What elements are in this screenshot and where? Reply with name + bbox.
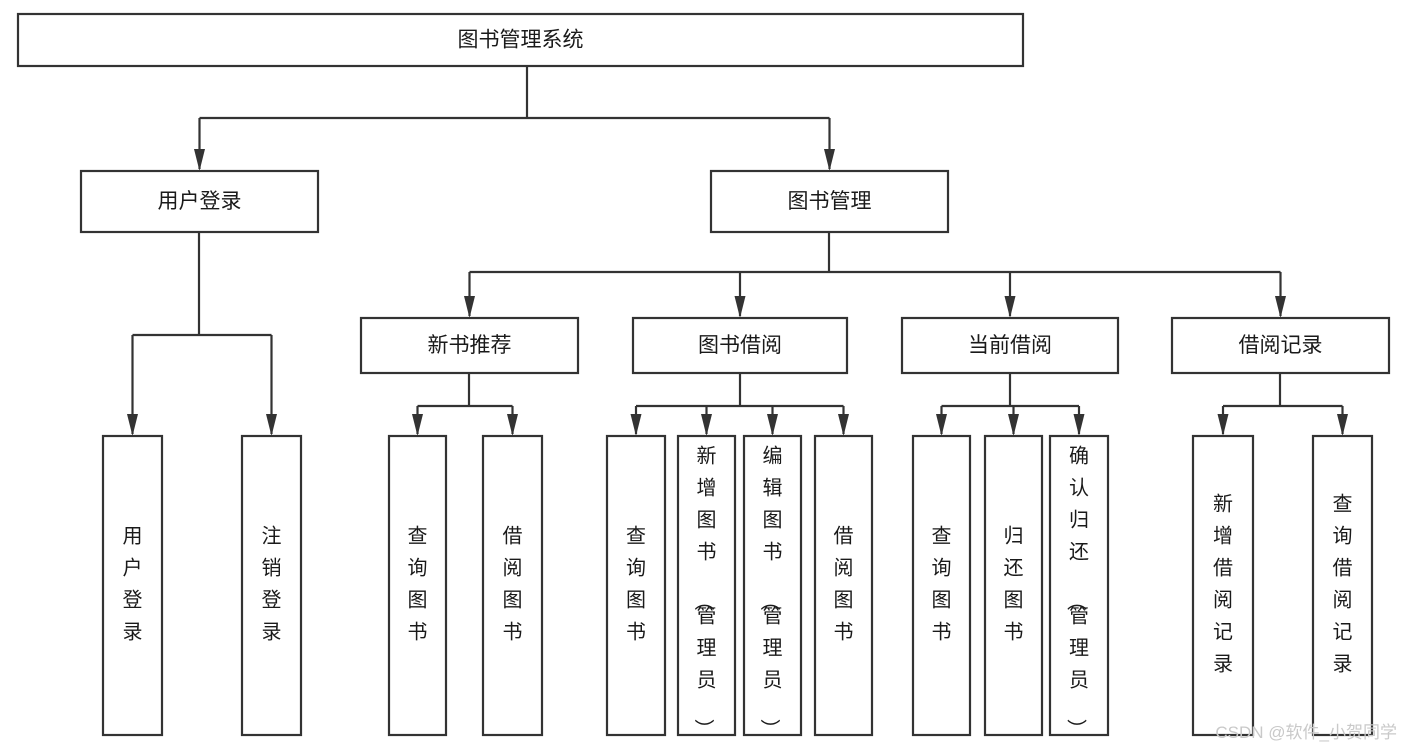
node-leaf-user-login[interactable]: 用户登录 xyxy=(101,434,164,737)
edge-group-book-borrow-children xyxy=(630,373,849,436)
node-leaf-confirm-return[interactable]: 确认归还（管理员） xyxy=(1048,434,1110,739)
node-leaf-borrow-book-1[interactable]: 借阅图书 xyxy=(481,434,544,737)
node-box xyxy=(481,434,544,737)
node-label: 用户登录 xyxy=(158,190,242,213)
node-leaf-return-book[interactable]: 归还图书 xyxy=(983,434,1044,737)
node-label: 确认归还（管理员） xyxy=(1064,445,1089,739)
node-borrow-record[interactable]: 借阅记录 xyxy=(1170,316,1391,375)
node-box xyxy=(387,434,448,737)
node-box xyxy=(359,316,580,375)
node-box xyxy=(1311,434,1374,737)
node-label: 借阅记录 xyxy=(1239,334,1323,357)
node-label: 借阅图书 xyxy=(834,525,854,644)
arrow-head-icon xyxy=(127,414,138,436)
node-label: 图书借阅 xyxy=(698,334,782,357)
node-box xyxy=(1191,434,1255,737)
arrow-head-icon xyxy=(767,414,778,436)
node-label: 用户登录 xyxy=(123,526,143,644)
node-label: 当前借阅 xyxy=(968,334,1052,357)
node-box xyxy=(79,169,320,234)
arrow-head-icon xyxy=(838,414,849,436)
node-user-login[interactable]: 用户登录 xyxy=(79,169,320,234)
node-label: 查询图书 xyxy=(408,525,428,644)
arrow-head-icon xyxy=(1337,414,1348,436)
node-label: 归还图书 xyxy=(1004,525,1024,644)
node-box xyxy=(709,169,950,234)
node-box xyxy=(900,316,1120,375)
arrow-head-icon xyxy=(266,414,277,436)
node-box xyxy=(1170,316,1391,375)
node-box xyxy=(676,434,737,737)
edge-group-borrow-record-children xyxy=(1217,373,1348,436)
node-box xyxy=(1048,434,1110,737)
arrow-head-icon xyxy=(824,149,835,171)
node-leaf-add-record[interactable]: 新增借阅记录 xyxy=(1191,434,1255,737)
node-root[interactable]: 图书管理系统 xyxy=(16,12,1025,68)
node-box xyxy=(631,316,849,375)
watermark-text: CSDN @软件_小贺同学 xyxy=(1215,723,1397,742)
node-label: 图书管理系统 xyxy=(458,29,584,52)
arrow-head-icon xyxy=(701,414,712,436)
node-new-book-recommend[interactable]: 新书推荐 xyxy=(359,316,580,375)
edge-group-root-children xyxy=(194,66,835,171)
edge-group-user-login-children xyxy=(127,232,277,436)
node-book-manage[interactable]: 图书管理 xyxy=(709,169,950,234)
arrow-head-icon xyxy=(734,296,746,318)
arrow-head-icon xyxy=(1004,296,1016,318)
node-box xyxy=(983,434,1044,737)
node-book-borrow[interactable]: 图书借阅 xyxy=(631,316,849,375)
arrow-head-icon xyxy=(412,414,423,436)
node-leaf-edit-book[interactable]: 编辑图书（管理员） xyxy=(742,434,803,739)
node-box xyxy=(605,434,667,737)
node-leaf-query-book-2[interactable]: 查询图书 xyxy=(605,434,667,737)
node-box xyxy=(240,434,303,737)
arrow-head-icon xyxy=(1217,414,1229,436)
arrow-head-icon xyxy=(194,149,205,171)
node-label: 查询图书 xyxy=(932,525,952,644)
node-label: 新增图书（管理员） xyxy=(692,445,717,739)
node-leaf-query-book-1[interactable]: 查询图书 xyxy=(387,434,448,737)
node-label: 注销登录 xyxy=(262,525,282,644)
node-box xyxy=(101,434,164,737)
arrow-head-icon xyxy=(1073,414,1085,436)
node-leaf-add-book[interactable]: 新增图书（管理员） xyxy=(676,434,737,739)
arrow-head-icon xyxy=(936,414,947,436)
edge-layer xyxy=(127,66,1348,436)
node-leaf-logout[interactable]: 注销登录 xyxy=(240,434,303,737)
node-leaf-query-book-3[interactable]: 查询图书 xyxy=(911,434,972,737)
node-label: 新书推荐 xyxy=(428,334,512,357)
node-label: 借阅图书 xyxy=(503,525,523,644)
node-box xyxy=(911,434,972,737)
node-layer: 图书管理系统用户登录图书管理新书推荐图书借阅当前借阅借阅记录用户登录注销登录查询… xyxy=(16,12,1391,739)
node-leaf-borrow-book-2[interactable]: 借阅图书 xyxy=(813,434,874,737)
node-label: 新增借阅记录 xyxy=(1213,493,1233,676)
node-leaf-query-record[interactable]: 查询借阅记录 xyxy=(1311,434,1374,737)
node-label: 编辑图书（管理员） xyxy=(758,445,783,739)
edge-group-new-book-recommend-children xyxy=(412,373,518,436)
node-box xyxy=(742,434,803,737)
node-label: 图书管理 xyxy=(788,190,872,213)
arrow-head-icon xyxy=(1008,414,1019,436)
node-box xyxy=(813,434,874,737)
edge-group-current-borrow-children xyxy=(936,373,1085,436)
node-box xyxy=(16,12,1025,68)
node-label: 查询图书 xyxy=(626,525,646,644)
arrow-head-icon xyxy=(464,296,475,318)
node-current-borrow[interactable]: 当前借阅 xyxy=(900,316,1120,375)
arrow-head-icon xyxy=(507,414,518,436)
edge-group-book-manage-children xyxy=(464,232,1286,318)
arrow-head-icon xyxy=(1275,296,1286,318)
arrow-head-icon xyxy=(630,414,642,436)
node-label: 查询借阅记录 xyxy=(1333,493,1353,676)
